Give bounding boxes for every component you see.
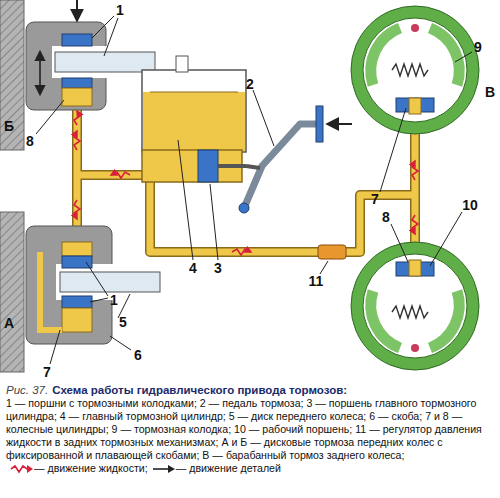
callout-number: 2 [246, 77, 254, 91]
callout-number: 7 [371, 192, 379, 206]
brake-shoe [371, 291, 459, 348]
master-piston [198, 150, 218, 182]
legend-item: — движение жидкости; [6, 462, 148, 474]
callout-number: 9 [474, 40, 482, 54]
figure-caption-block: Рис. 37. Схема работы гидравлического при… [6, 384, 494, 475]
legend-text: — движение деталей [176, 462, 281, 474]
brake-shoe [371, 28, 459, 85]
mount-wall [0, 0, 24, 372]
callout-number: Б [4, 119, 14, 133]
brake-disc [60, 272, 160, 292]
brake-illustration [0, 0, 500, 384]
motion-arrow-sample [152, 464, 176, 474]
return-spring [392, 64, 428, 76]
callout-number: А [4, 316, 14, 330]
brake-pad [62, 34, 92, 46]
callout-number: 3 [214, 261, 222, 275]
master-cylinder [142, 56, 246, 182]
caption-text: 1 — поршни с тормозными колодками; 2 — п… [6, 397, 482, 461]
fluid-arrow-sample [10, 464, 34, 474]
callout-number: 11 [309, 274, 324, 288]
wheel-cylinder [62, 242, 92, 256]
callout-number: В [485, 85, 495, 99]
return-spring [392, 306, 428, 318]
wheel-cylinder [62, 88, 92, 106]
brake-pad [62, 296, 92, 308]
callout-number: 7 [43, 365, 51, 379]
brake-disc [55, 52, 155, 72]
callout-number: 1 [116, 3, 124, 17]
figure-number: Рис. 37. [6, 384, 48, 396]
callout-number: 1 [110, 293, 118, 307]
legend-text: — движение жидкости; [34, 462, 148, 474]
wheel-cylinder [62, 308, 92, 332]
brake-pad [62, 256, 92, 268]
callout-number: 8 [26, 134, 34, 148]
floating-caliper [26, 0, 155, 110]
callout-number: 10 [462, 198, 478, 212]
callout-number: 8 [382, 210, 390, 224]
brake-pedal [239, 106, 352, 213]
callout-number: 4 [189, 261, 197, 275]
drum-brake [351, 6, 479, 370]
callout-number: 5 [119, 315, 127, 329]
figure-caption: Схема работы гидравлического привода тор… [52, 384, 347, 396]
brake-pad [62, 78, 92, 88]
leader-line [36, 16, 472, 364]
legend-item: — движение деталей [148, 462, 281, 474]
fixed-caliper [26, 226, 160, 344]
pressure-regulator [318, 245, 346, 259]
fluid-arrow [74, 111, 418, 255]
callout-number: 6 [134, 348, 142, 362]
